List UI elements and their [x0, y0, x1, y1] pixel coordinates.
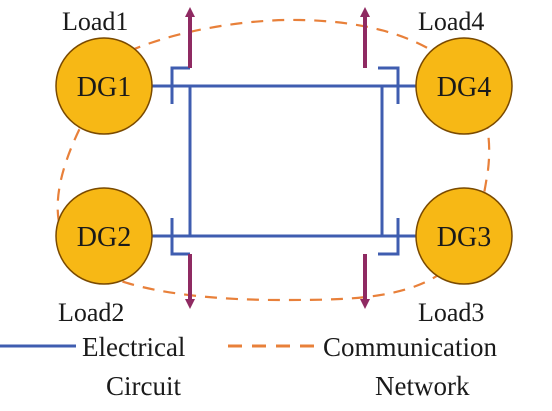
- dg3-node: DG3: [415, 187, 513, 285]
- dg3-circle: [415, 187, 513, 285]
- load-arrows: [185, 7, 370, 309]
- legend-communication-label-line2: Network: [375, 371, 470, 401]
- dg1-node: DG1: [55, 37, 153, 135]
- load1-label: Load1: [62, 7, 128, 36]
- dg4-node: DG4: [415, 37, 513, 135]
- load2-switch-b: [170, 236, 190, 256]
- load4-label: Load4: [418, 7, 484, 36]
- electrical-circuit: [147, 66, 418, 256]
- dg2-circle: [55, 187, 153, 285]
- load2-label: Load2: [58, 298, 124, 327]
- legend-communication-label-line1: Communication: [323, 332, 497, 362]
- legend: Electrical Circuit Communication Network: [0, 332, 497, 401]
- legend-electrical-label-line1: Electrical: [82, 332, 185, 362]
- dg4-label: DG4: [437, 72, 491, 103]
- legend-electrical-label-line2: Circuit: [106, 371, 181, 401]
- load3-label: Load3: [418, 298, 484, 327]
- dg1-label: DG1: [77, 72, 131, 103]
- load3-switch-b: [378, 236, 400, 256]
- dg1-circle: [55, 37, 153, 135]
- dg3-label: DG3: [437, 222, 491, 253]
- load1-switch: [170, 66, 190, 86]
- dg2-label: DG2: [77, 222, 131, 253]
- dg4-circle: [415, 37, 513, 135]
- load4-switch: [378, 66, 400, 86]
- dg2-node: DG2: [55, 187, 153, 285]
